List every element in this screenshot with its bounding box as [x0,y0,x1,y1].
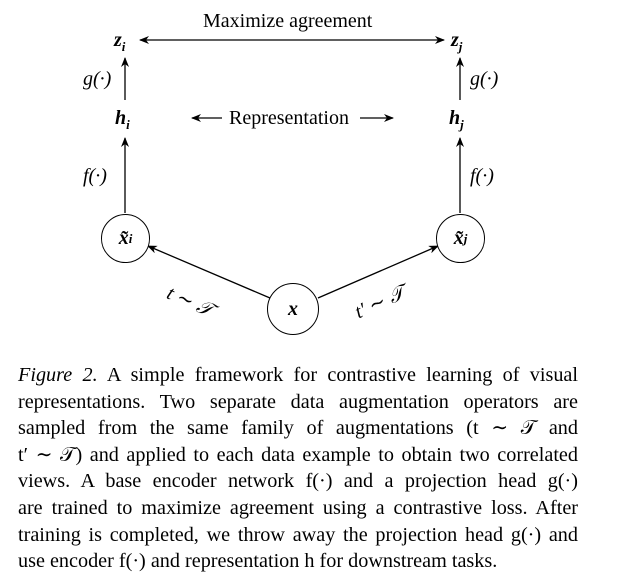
x-tilde-j-node: x̃j [436,214,485,263]
x-tilde-i-node: x̃i [101,214,150,263]
h-j-label: hj [449,107,464,132]
figure-caption: Figure 2. A simple framework for contras… [18,362,578,575]
caption-line-7: training is completed, we throw away the… [18,523,578,546]
caption-line-1: Figure 2. A simple framework for contras… [18,364,578,386]
maximize-agreement-label: Maximize agreement [203,10,373,32]
caption-line-4: t′ ∼ 𝒯) and applied to each data example… [18,443,578,466]
caption-line-2: representations. Two separate data augme… [18,390,578,413]
g-left-label: g(·) [83,68,112,90]
x-node: x [267,283,319,335]
h-i-label: hi [115,107,130,132]
caption-line-5: views. A base encoder network f(·) and a… [18,470,578,493]
g-right-label: g(·) [470,68,499,90]
caption-line-3: sampled from the same family of augmenta… [18,417,578,440]
caption-line-8: use encoder f(·) and representation h fo… [18,550,498,573]
aug-left-arrow [147,245,271,299]
z-i-label: zi [114,29,126,54]
aug-right-arrow [317,245,439,299]
simclr-diagram: Maximize agreement zi zj g(·) g(·) hi hj… [83,10,499,335]
representation-label: Representation [229,107,349,129]
figure-label: Figure 2. [18,364,98,386]
caption-line-6: are trained to maximize agreement using … [18,496,578,519]
f-right-label: f(·) [470,165,494,187]
diagram-arrows [121,36,464,299]
f-left-label: f(·) [83,165,107,187]
z-j-label: zj [451,29,463,54]
